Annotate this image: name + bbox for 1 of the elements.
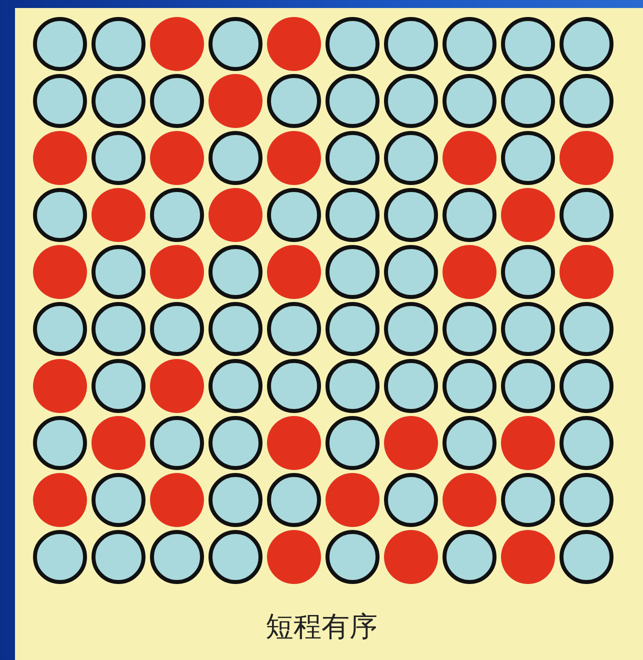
- caption: 短程有序: [266, 609, 378, 645]
